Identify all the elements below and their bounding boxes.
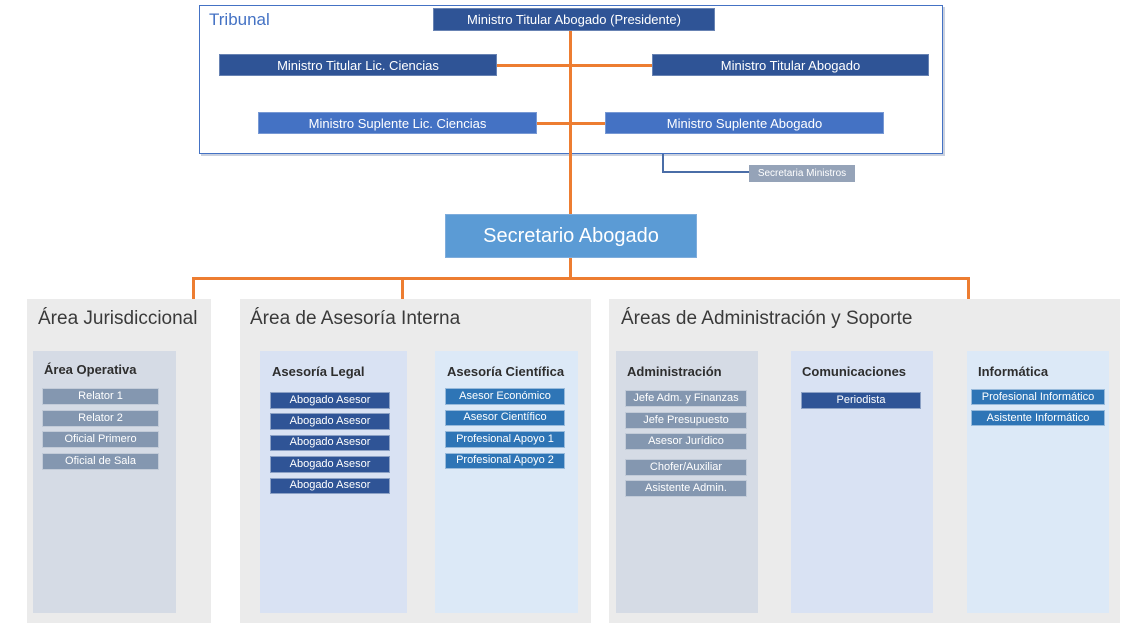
box-oficial-primero: Oficial Primero xyxy=(42,431,159,448)
panel-asesoria-cientifica-title: Asesoría Científica xyxy=(447,364,565,379)
box-asesor-juridico: Asesor Jurídico xyxy=(625,433,747,450)
panel-asesoria-legal: Asesoría Legal Abogado Asesor Abogado As… xyxy=(260,351,407,613)
connector-suplentes-line xyxy=(537,122,605,125)
area-asesoria-interna-title: Área de Asesoría Interna xyxy=(250,308,461,329)
box-abogado-asesor-5: Abogado Asesor xyxy=(270,477,390,494)
connector-secretario-drop-line xyxy=(569,257,572,279)
box-profesional-informatico: Profesional Informático xyxy=(971,389,1105,405)
box-profesional-apoyo-1: Profesional Apoyo 1 xyxy=(445,431,565,448)
box-jefe-presupuesto: Jefe Presupuesto xyxy=(625,411,747,429)
area-jurisdiccional-container: Área Jurisdiccional Área Operativa Relat… xyxy=(27,299,211,623)
box-relator-1: Relator 1 xyxy=(42,388,159,405)
connector-drop-soporte xyxy=(967,277,970,300)
box-ministro-titular-abogado: Ministro Titular Abogado xyxy=(652,54,929,76)
box-abogado-asesor-1: Abogado Asesor xyxy=(270,392,390,409)
area-administracion-soporte-title: Áreas de Administración y Soporte xyxy=(621,308,913,329)
box-abogado-asesor-4: Abogado Asesor xyxy=(270,456,390,473)
area-jurisdiccional-title: Área Jurisdiccional xyxy=(38,308,198,329)
panel-comunicaciones: Comunicaciones Periodista xyxy=(791,351,933,613)
box-ministro-suplente-lic-ciencias: Ministro Suplente Lic. Ciencias xyxy=(258,112,537,134)
panel-informatica-title: Informática xyxy=(978,364,1049,379)
box-profesional-apoyo-2: Profesional Apoyo 2 xyxy=(445,452,565,469)
box-relator-2: Relator 2 xyxy=(42,409,159,427)
box-jefe-adm-finanzas: Jefe Adm. y Finanzas xyxy=(625,390,747,407)
panel-area-operativa-title: Área Operativa xyxy=(44,362,137,377)
box-asistente-informatico: Asistente Informático xyxy=(971,410,1105,426)
panel-asesoria-cientifica: Asesoría Científica Asesor Económico Ase… xyxy=(435,351,578,613)
area-asesoria-interna-container: Área de Asesoría Interna Asesoría Legal … xyxy=(240,299,591,623)
box-asistente-admin: Asistente Admin. xyxy=(625,480,747,497)
box-chofer-auxiliar: Chofer/Auxiliar xyxy=(625,458,747,476)
box-abogado-asesor-3: Abogado Asesor xyxy=(270,434,390,451)
panel-asesoria-legal-title: Asesoría Legal xyxy=(272,364,365,379)
box-ministro-suplente-abogado: Ministro Suplente Abogado xyxy=(605,112,884,134)
box-oficial-de-sala: Oficial de Sala xyxy=(42,452,159,470)
panel-administracion: Administración Jefe Adm. y Finanzas Jefe… xyxy=(616,351,758,613)
box-periodista: Periodista xyxy=(801,392,921,409)
box-secretaria-ministros: Secretaria Ministros xyxy=(749,165,855,182)
box-asesor-economico: Asesor Económico xyxy=(445,388,565,405)
connector-drop-asesoria xyxy=(401,277,404,300)
connector-drop-jurisdiccional xyxy=(192,277,195,300)
tribunal-label: Tribunal xyxy=(209,10,270,29)
box-ministro-titular-lic-ciencias: Ministro Titular Lic. Ciencias xyxy=(219,54,497,76)
panel-comunicaciones-title: Comunicaciones xyxy=(802,364,907,379)
connector-areas-trunk-line xyxy=(192,277,970,280)
box-ministro-titular-abogado-presidente: Ministro Titular Abogado (Presidente) xyxy=(433,8,715,31)
box-secretario-abogado: Secretario Abogado xyxy=(445,214,697,258)
panel-informatica: Informática Profesional Informático Asis… xyxy=(967,351,1109,613)
connector-secretaria-horizontal-line xyxy=(662,171,750,173)
panel-administracion-title: Administración xyxy=(627,364,722,379)
connector-secretaria-vertical-line xyxy=(662,154,664,173)
box-asesor-cientifico: Asesor Científico xyxy=(445,409,565,426)
panel-area-operativa: Área Operativa Relator 1 Relator 2 Ofici… xyxy=(33,351,176,613)
box-abogado-asesor-2: Abogado Asesor xyxy=(270,413,390,430)
connector-titulares-line xyxy=(497,64,653,67)
area-administracion-soporte-container: Áreas de Administración y Soporte Admini… xyxy=(609,299,1120,623)
